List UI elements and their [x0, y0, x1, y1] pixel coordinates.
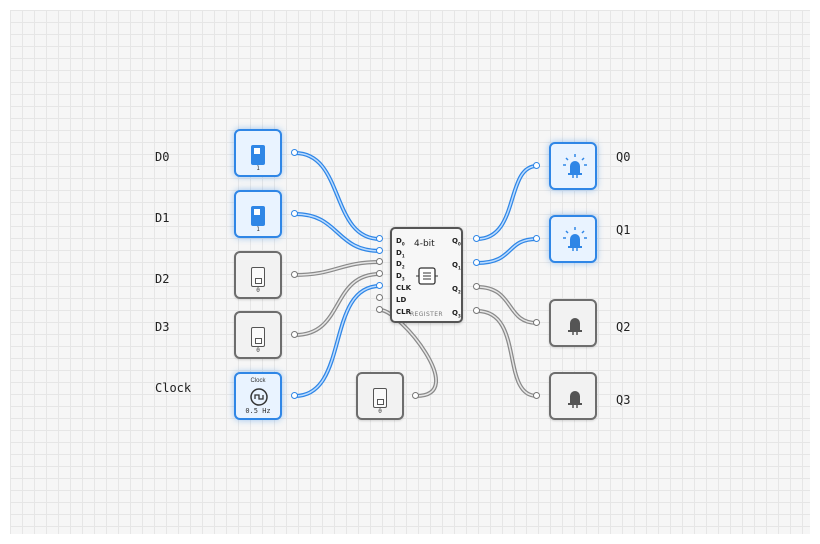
output-label-q1: Q1	[616, 223, 631, 237]
output-label-q0: Q0	[616, 150, 631, 164]
pin-out-d1[interactable]	[291, 210, 298, 217]
port-d2: D2	[396, 260, 405, 270]
port-q1: Q1	[452, 261, 461, 271]
port-d1: D1	[396, 249, 405, 259]
pin-in-clk[interactable]	[376, 282, 383, 289]
input-label-d0: D0	[155, 150, 170, 164]
register-title: 4-bit	[414, 239, 435, 249]
input-label-clock: Clock	[155, 381, 192, 395]
switch-value: 1	[256, 226, 260, 233]
switch-value: 0	[256, 287, 260, 294]
pin-in-d3[interactable]	[376, 270, 383, 277]
wire-d0	[293, 151, 382, 241]
port-q3: Q3	[452, 309, 461, 319]
port-d0: D0	[396, 237, 405, 247]
pin-in-d2[interactable]	[376, 258, 383, 265]
wire-q3	[475, 309, 539, 398]
pin-in-d0[interactable]	[376, 235, 383, 242]
pin-in-ld[interactable]	[376, 294, 383, 301]
pin-out-q0[interactable]	[473, 235, 480, 242]
switch-value: 0	[378, 408, 382, 415]
toggle-icon	[251, 267, 265, 287]
wire-q1	[475, 237, 539, 265]
pin-out-q1[interactable]	[473, 259, 480, 266]
wire-q0	[475, 164, 539, 241]
led-q2	[549, 299, 597, 347]
toggle-icon	[251, 206, 265, 226]
clock-title: Clock	[250, 378, 266, 384]
register-icon	[416, 267, 438, 285]
wire-d2	[293, 260, 382, 277]
port-clk: CLK	[396, 284, 412, 292]
led-icon	[563, 227, 587, 251]
port-d3: D3	[396, 272, 405, 282]
pin-out-clock[interactable]	[291, 392, 298, 399]
clock-icon	[250, 388, 268, 406]
output-label-q2: Q2	[616, 320, 631, 334]
wire-clock	[293, 284, 382, 398]
port-q0: Q0	[452, 237, 461, 247]
led-q3	[549, 372, 597, 420]
pin-out-q3[interactable]	[473, 307, 480, 314]
wire-q2	[475, 285, 539, 325]
pin-out-d0[interactable]	[291, 149, 298, 156]
pin-out-d3[interactable]	[291, 331, 298, 338]
clock-frequency: 0.5 Hz	[245, 407, 271, 415]
toggle-icon	[251, 145, 265, 165]
pin-in-led-q2[interactable]	[533, 319, 540, 326]
switch-d2[interactable]: 0	[234, 251, 282, 299]
switch-d3[interactable]: 0	[234, 311, 282, 359]
pin-in-led-q3[interactable]	[533, 392, 540, 399]
pin-in-d1[interactable]	[376, 247, 383, 254]
pin-in-clr[interactable]	[376, 306, 383, 313]
pin-in-led-q1[interactable]	[533, 235, 540, 242]
pin-in-led-q0[interactable]	[533, 162, 540, 169]
switch-d0[interactable]: 1	[234, 129, 282, 177]
pin-out-q2[interactable]	[473, 283, 480, 290]
switch-value: 1	[256, 165, 260, 172]
toggle-icon	[373, 388, 387, 408]
wire-d3	[293, 272, 382, 337]
port-ld: LD	[396, 296, 407, 304]
switch-d1[interactable]: 1	[234, 190, 282, 238]
switch-clr[interactable]: 0	[356, 372, 404, 420]
wire-d1	[293, 212, 382, 253]
input-label-d1: D1	[155, 211, 170, 225]
input-label-d2: D2	[155, 272, 170, 286]
switch-value: 0	[256, 347, 260, 354]
led-icon	[568, 318, 582, 335]
pin-out-d2[interactable]	[291, 271, 298, 278]
input-label-d3: D3	[155, 320, 170, 334]
led-icon	[563, 154, 587, 178]
port-clr: CLR	[396, 308, 411, 316]
port-q2: Q2	[452, 285, 461, 295]
led-icon	[568, 391, 582, 408]
register-4bit[interactable]: 4-bit D0 D1 D2 D3 CLK LD CLR Q0 Q1 Q2 Q3…	[390, 227, 463, 323]
register-name: REGISTER	[409, 311, 443, 318]
output-label-q3: Q3	[616, 393, 631, 407]
wire-clr	[378, 308, 438, 398]
pin-out-clr-switch[interactable]	[412, 392, 419, 399]
led-q1	[549, 215, 597, 263]
led-q0	[549, 142, 597, 190]
toggle-icon	[251, 327, 265, 347]
clock-node[interactable]: Clock 0.5 Hz	[234, 372, 282, 420]
